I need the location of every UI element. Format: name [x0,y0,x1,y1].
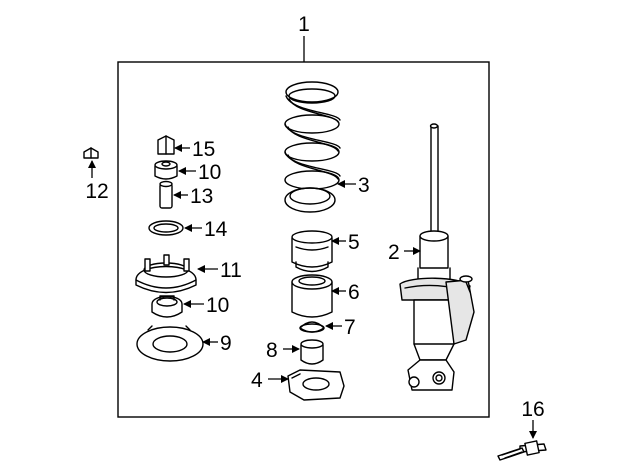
callout-1: 1 [298,13,310,36]
callout-7: 7 [344,316,356,339]
bushing-lower [151,295,183,318]
bushing-upper [154,160,178,180]
callout-15: 15 [192,138,215,161]
callout-11: 11 [220,259,242,282]
upper-mount [135,254,197,294]
callout-5: 5 [348,231,360,254]
callout-2: 2 [388,241,400,264]
callout-12: 12 [85,180,108,203]
callout-13: 13 [190,185,213,208]
nut-12 [83,147,99,159]
callout-16: 16 [521,398,544,421]
upper-spring-seat [136,325,204,362]
bump-stop-upper [291,230,333,273]
callout-8: 8 [266,339,278,362]
callout-10b: 10 [206,294,229,317]
dust-boot [291,274,333,318]
spacer-13 [159,180,173,209]
callout-6: 6 [348,281,360,304]
callout-14: 14 [204,218,228,241]
lower-bumper [300,339,324,365]
callout-3: 3 [358,174,370,197]
lower-spring-seat [287,369,345,401]
strut-assembly [399,123,475,391]
bump-cap [299,321,325,333]
callout-10a: 10 [198,161,221,184]
coil-spring [284,81,341,213]
callout-9: 9 [220,332,232,355]
callout-4: 4 [251,369,263,392]
washer-14 [148,220,184,236]
nut-15 [157,135,175,155]
bolt-16 [497,440,547,461]
